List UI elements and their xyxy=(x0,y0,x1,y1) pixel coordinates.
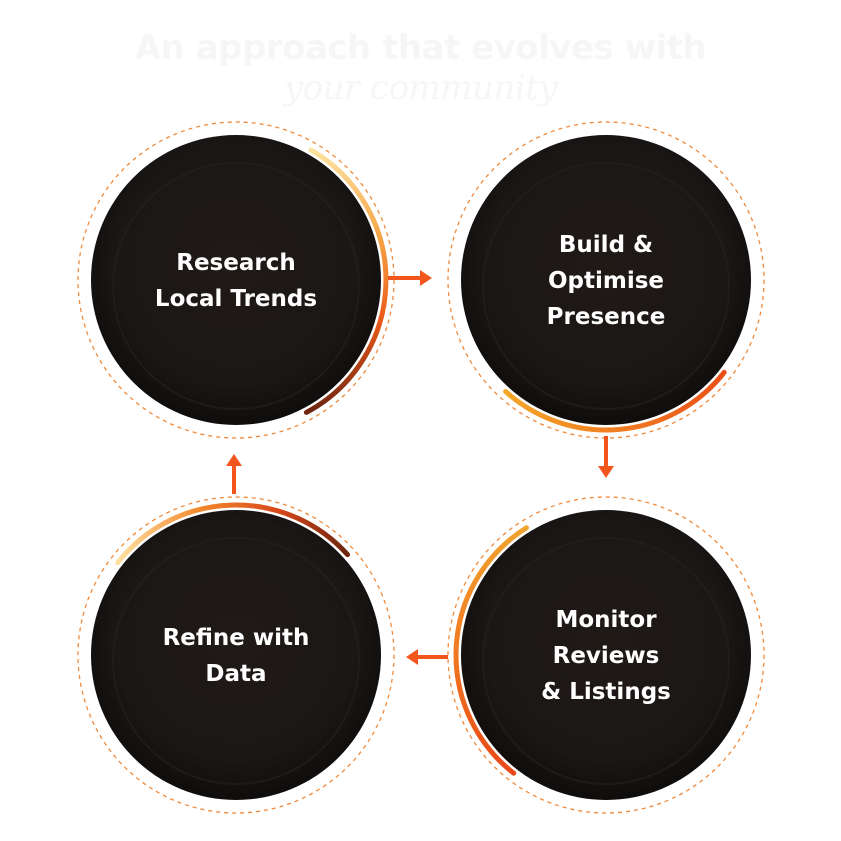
step-circle-refine xyxy=(91,510,381,800)
heading-line-2: your community xyxy=(283,68,558,108)
diagram-heading: An approach that evolves with your commu… xyxy=(0,28,841,108)
progress-arc-research xyxy=(303,147,389,415)
progress-arc-refine xyxy=(115,502,350,566)
dashed-ring-refine xyxy=(77,496,395,814)
inner-glow-research xyxy=(112,162,360,410)
step-label-line: Optimise xyxy=(548,268,664,294)
arrow-build-to-monitor xyxy=(598,436,614,478)
step-circle-research xyxy=(91,135,381,425)
arrow-research-to-build xyxy=(388,270,432,286)
step-label-line: & Listings xyxy=(541,679,671,705)
heading-line-1: An approach that evolves with xyxy=(134,28,707,68)
arrow-monitor-to-refine xyxy=(406,649,448,665)
step-label-line: Presence xyxy=(547,304,666,330)
inner-glow-refine xyxy=(112,537,360,785)
inner-glow-build xyxy=(482,162,730,410)
arrow-head xyxy=(598,466,614,478)
step-circle-monitor xyxy=(461,510,751,800)
step-label-line: Build & xyxy=(559,232,653,258)
inner-glow-monitor xyxy=(482,537,730,785)
arrow-head xyxy=(226,454,242,466)
arrow-refine-to-research xyxy=(226,454,242,494)
progress-arc-build xyxy=(503,369,727,433)
progress-arc-monitor xyxy=(453,525,529,776)
arrow-head xyxy=(406,649,418,665)
step-label-line: Refine with xyxy=(163,625,310,651)
step-label-line: Data xyxy=(205,661,266,687)
arrow-head xyxy=(420,270,432,286)
step-label-line: Monitor xyxy=(555,607,657,633)
step-circle-build xyxy=(461,135,751,425)
step-label-line: Research xyxy=(176,250,295,276)
step-label-line: Reviews xyxy=(553,643,660,669)
step-label-line: Local Trends xyxy=(155,286,317,312)
